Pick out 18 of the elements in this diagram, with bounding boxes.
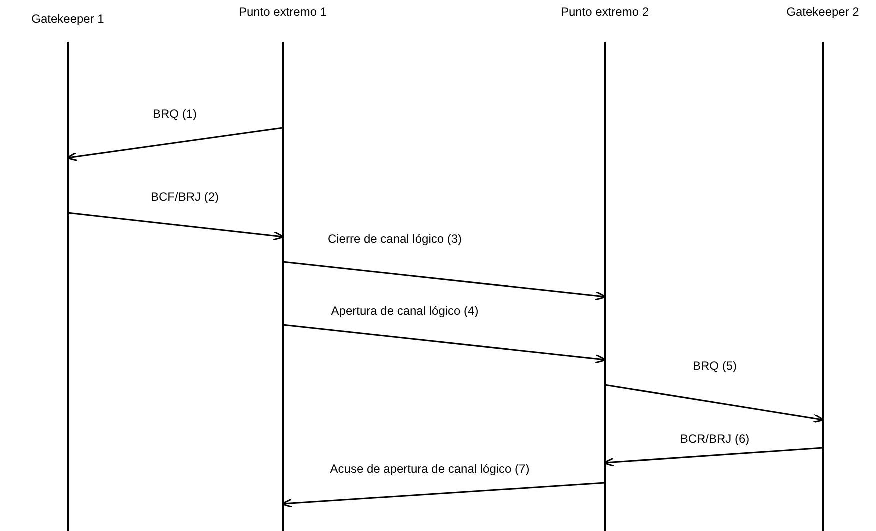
message-arrow	[604, 384, 825, 424]
message-label: BRQ (5)	[691, 359, 739, 373]
message-label: Apertura de canal lógico (4)	[329, 304, 481, 318]
participant-label: Punto extremo 1	[238, 5, 328, 19]
message-arrow	[282, 324, 607, 364]
message-label: BCF/BRJ (2)	[149, 190, 221, 204]
message-label: BRQ (1)	[151, 107, 199, 121]
message-arrow	[281, 482, 606, 508]
participant-label: Gatekeeper 1	[32, 12, 104, 26]
participant-label: Gatekeeper 2	[786, 5, 860, 19]
message-label: Cierre de canal lógico (3)	[326, 232, 464, 246]
message-arrow	[66, 127, 284, 162]
message-arrow	[282, 261, 607, 301]
participant-label: Punto extremo 2	[560, 5, 650, 19]
message-label: Acuse de apertura de canal lógico (7)	[328, 462, 532, 476]
message-arrow	[68, 212, 285, 241]
message-label: BCR/BRJ (6)	[678, 432, 752, 446]
message-arrow	[603, 447, 824, 468]
